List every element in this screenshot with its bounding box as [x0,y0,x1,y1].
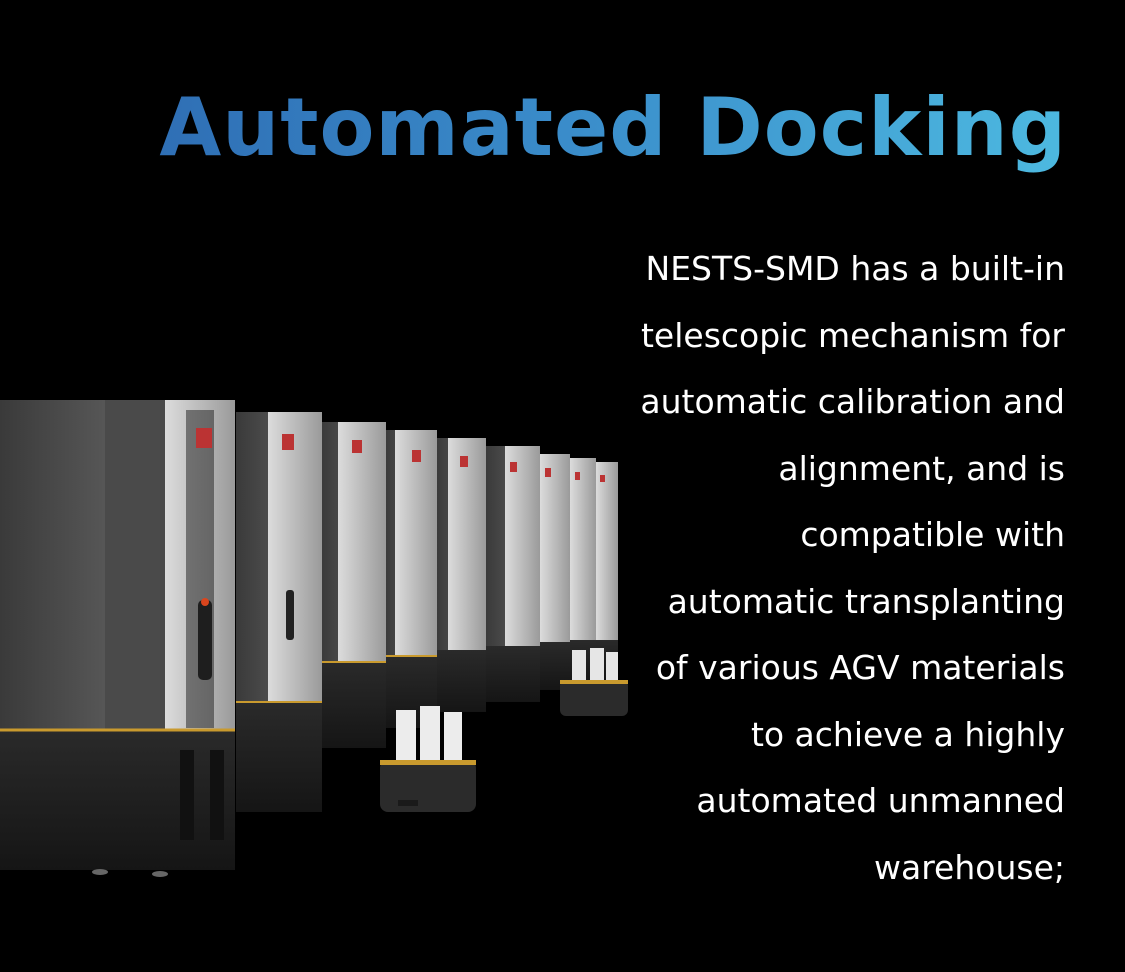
agv-cart-near [380,706,476,812]
cabinet-front [0,400,235,877]
page-title: Automated Docking [159,78,1067,178]
agv-cart-far [560,648,628,716]
product-description: NESTS-SMD has a built-in telescopic mech… [595,236,1065,901]
description-line: to achieve a highly [750,714,1065,754]
cabinet-far-4 [436,438,486,712]
cabinet-far-2 [320,422,386,748]
cabinet-far-3 [385,430,437,728]
description-line: alignment, and is [778,448,1065,488]
storage-cabinet-row-illustration [0,400,628,877]
cabinet-mid [236,412,322,812]
cabinet-far-6 [540,454,570,690]
description-line: compatible with [800,515,1065,554]
description-line: NESTS-SMD has a built-in [645,249,1065,288]
description-line: automatic calibration and [640,382,1065,421]
description-line: warehouse; [874,847,1065,887]
description-line: telescopic mechanism for [640,315,1065,355]
cabinet-far-5 [486,446,540,702]
cabinet-far-8 [596,462,618,680]
description-line: automated unmanned [696,781,1065,820]
description-line: of various AGV materials [655,648,1065,687]
description-line: automatic transplanting [667,581,1065,621]
